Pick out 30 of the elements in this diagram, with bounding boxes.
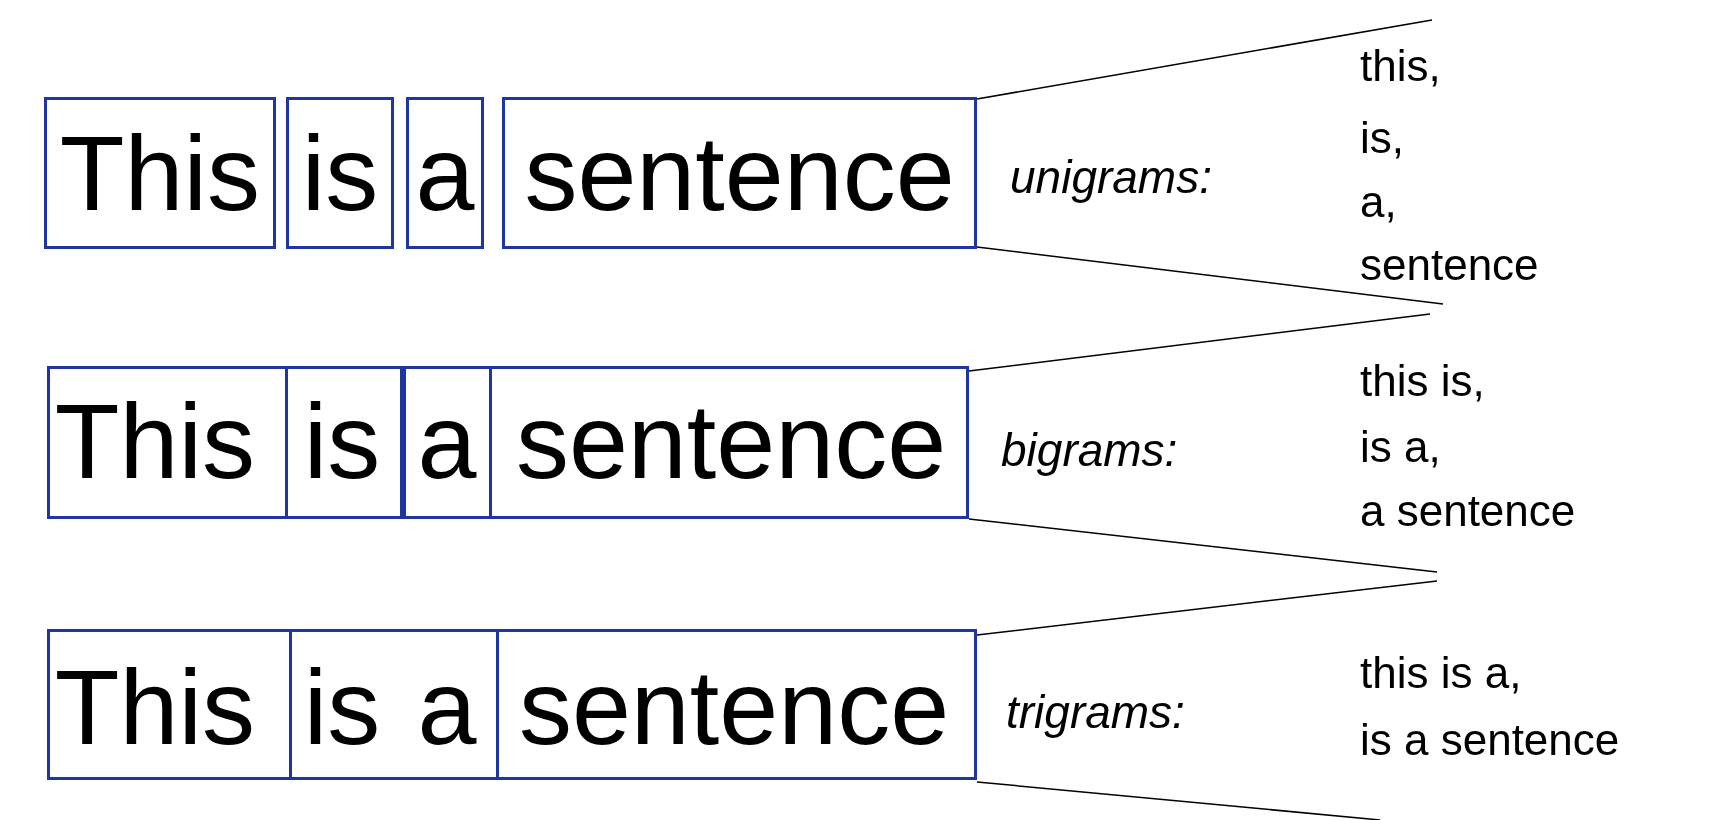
word: is bbox=[303, 654, 381, 760]
word: is bbox=[303, 388, 381, 494]
word: This bbox=[54, 388, 256, 494]
word: sentence bbox=[524, 120, 955, 226]
bigram-box bbox=[47, 366, 403, 519]
ngram-list-item: a, bbox=[1360, 180, 1397, 224]
trigram-box bbox=[47, 629, 499, 780]
ngram-list-item: this is, bbox=[1360, 359, 1485, 403]
bigram-box bbox=[403, 366, 969, 519]
ngram-list-item: is a, bbox=[1360, 425, 1441, 469]
word-box bbox=[406, 97, 484, 249]
word: This bbox=[59, 120, 261, 226]
word: sentence bbox=[518, 654, 950, 760]
word: a bbox=[415, 120, 475, 226]
word: sentence bbox=[515, 388, 947, 494]
word: This bbox=[54, 654, 256, 760]
ngram-list-item: is a sentence bbox=[1360, 718, 1620, 762]
word: is bbox=[301, 120, 379, 226]
ngram-list-item: sentence bbox=[1360, 243, 1539, 287]
word-box bbox=[502, 97, 977, 249]
ngram-list-item: is, bbox=[1360, 116, 1404, 160]
word: a bbox=[417, 388, 477, 494]
trigram-box bbox=[289, 629, 977, 780]
word-box bbox=[286, 97, 394, 249]
word-box bbox=[44, 97, 276, 249]
ngram-list-item: this is a, bbox=[1360, 651, 1522, 695]
ngram-list-item: this, bbox=[1360, 44, 1441, 88]
bigram-box bbox=[285, 366, 492, 519]
ngram-list-item: a sentence bbox=[1360, 489, 1576, 533]
word: a bbox=[417, 654, 477, 760]
